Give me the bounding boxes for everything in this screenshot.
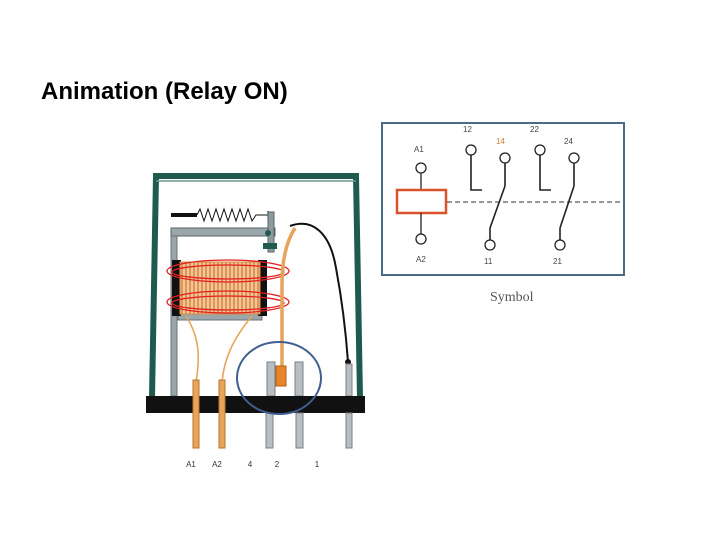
contact-label-11: 11	[484, 257, 493, 266]
contact-label-22: 22	[530, 125, 539, 134]
contacts	[266, 361, 353, 397]
terminal-label-1: 1	[315, 460, 320, 469]
contact-set-1: 12 14 11	[463, 125, 511, 266]
terminal-label-a1: A1	[186, 460, 196, 469]
contact-label-24: 24	[564, 137, 573, 146]
coil-leads	[185, 315, 253, 383]
symbol-caption: Symbol	[490, 290, 534, 305]
contact-label-12: 12	[463, 125, 472, 134]
terminal-label-a2: A2	[212, 460, 222, 469]
contact-label-14: 14	[496, 137, 505, 146]
slide-title: Animation (Relay ON)	[41, 78, 288, 105]
terminal-label-4: 4	[248, 460, 253, 469]
relay-symbol-panel: A1 A2 12 14 11 22 24	[381, 122, 625, 305]
coil-label-a1: A1	[414, 145, 424, 154]
armature	[170, 211, 277, 253]
relay-coil	[166, 259, 290, 315]
moving-contact-lead	[280, 227, 297, 380]
coil-symbol: A1 A2	[395, 145, 448, 264]
relay-base	[146, 396, 365, 413]
contact-label-21: 21	[553, 257, 562, 266]
common-wire	[289, 222, 349, 363]
coil-label-a2: A2	[416, 255, 426, 264]
contact-highlight-circle	[236, 341, 322, 415]
contact-set-2: 22 24 21	[530, 125, 580, 266]
relay-housing	[149, 173, 363, 399]
return-spring	[171, 207, 269, 223]
terminal-pins	[192, 379, 353, 449]
relay-cross-section: A1 A2 4 2 1	[146, 173, 365, 469]
terminal-label-2: 2	[275, 460, 280, 469]
